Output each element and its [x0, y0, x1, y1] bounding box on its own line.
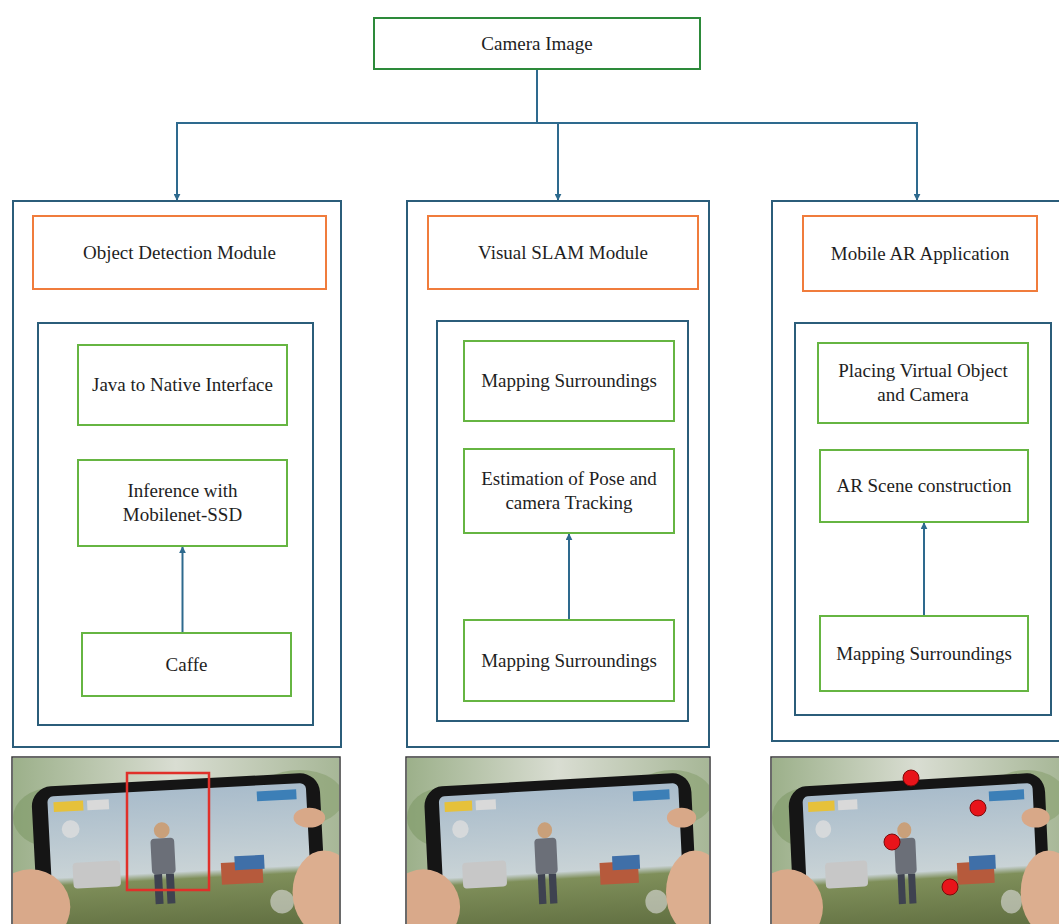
photo-panel	[0, 757, 356, 924]
flow-arrow	[568, 534, 570, 619]
process-box: Inference with Mobilenet-SSD	[77, 459, 288, 547]
process-box: Placing Virtual Object and Camera	[817, 342, 1029, 424]
process-box: Caffe	[81, 632, 292, 697]
box-label: Caffe	[166, 653, 208, 677]
module-title: Visual SLAM Module	[427, 215, 699, 290]
flow-arrow	[923, 523, 925, 615]
feature-points	[884, 770, 986, 895]
box-label: Mapping Surroundings	[836, 642, 1012, 666]
process-box: Mapping Surroundings	[463, 619, 675, 702]
module-panel: Object Detection ModuleJava to Native In…	[12, 200, 342, 748]
photo-panel	[753, 757, 1059, 924]
process-box: Estimation of Pose and camera Tracking	[463, 448, 675, 534]
box-label: Inference with Mobilenet-SSD	[87, 479, 278, 527]
box-label: Estimation of Pose and camera Tracking	[473, 467, 665, 515]
process-box: AR Scene construction	[819, 449, 1029, 523]
box-label: Java to Native Interface	[92, 373, 273, 397]
flow-arrow	[537, 70, 558, 200]
detection-box	[127, 773, 209, 890]
process-box: Mapping Surroundings	[819, 615, 1029, 692]
flow-arrow	[537, 70, 917, 200]
process-box: Camera Image	[373, 17, 701, 70]
box-label: Mapping Surroundings	[481, 649, 657, 673]
photo-panel	[387, 757, 725, 924]
process-box: Java to Native Interface	[77, 344, 288, 426]
box-label: Mapping Surroundings	[481, 369, 657, 393]
box-label: AR Scene construction	[836, 474, 1011, 498]
module-panel: Mobile AR ApplicationPlacing Virtual Obj…	[771, 200, 1059, 742]
flow-arrow	[182, 547, 184, 632]
module-title: Object Detection Module	[32, 215, 327, 290]
box-label: Camera Image	[481, 32, 592, 56]
module-panel: Visual SLAM ModuleMapping SurroundingsEs…	[406, 200, 710, 748]
module-title: Mobile AR Application	[802, 215, 1038, 292]
flow-arrow	[177, 70, 537, 200]
process-box: Mapping Surroundings	[463, 340, 675, 422]
box-label: Placing Virtual Object and Camera	[827, 359, 1019, 407]
